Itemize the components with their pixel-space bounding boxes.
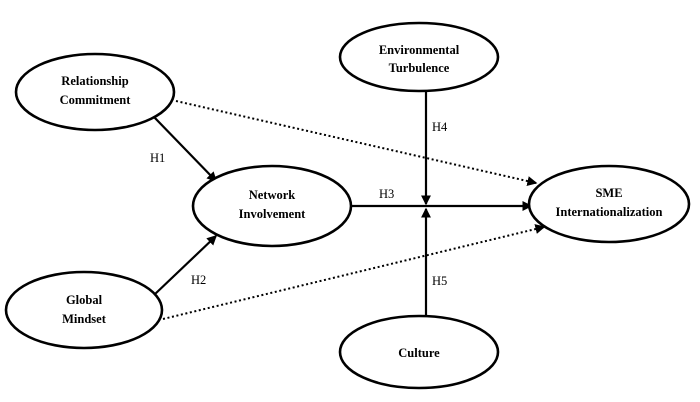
edge-dotted-relationship-to-sme [175, 100, 538, 186]
edge-h1-relationship-to-network [153, 116, 217, 183]
hypothesis-h2-label: H2 [191, 273, 206, 287]
node-culture: Culture [338, 314, 500, 390]
node-network-involvement-line2: Involvement [239, 207, 307, 221]
hypothesis-h4-label: H4 [432, 120, 448, 134]
node-sme-internationalization-line1: SME [595, 186, 622, 200]
hypothesis-h5-label: H5 [432, 274, 447, 288]
node-global-mindset-line2: Mindset [62, 312, 107, 326]
node-sme-internationalization-line2: Internationalization [556, 205, 663, 219]
node-relationship-commitment-line1: Relationship [61, 74, 128, 88]
node-relationship-commitment: Relationship Commitment [14, 52, 176, 132]
node-global-mindset-line1: Global [66, 293, 103, 307]
node-relationship-commitment-line2: Commitment [60, 93, 132, 107]
node-global-mindset: Global Mindset [4, 270, 164, 350]
node-sme-internationalization: SME Internationalization [527, 164, 691, 244]
node-environmental-turbulence: Environmental Turbulence [338, 21, 500, 93]
hypothesis-h3-label: H3 [379, 187, 394, 201]
node-environmental-turbulence-line1: Environmental [379, 43, 460, 57]
node-environmental-turbulence-line2: Turbulence [389, 61, 450, 75]
edge-dotted-mindset-to-sme [162, 224, 546, 320]
edge-h2-mindset-to-network [153, 235, 218, 296]
node-network-involvement-line1: Network [249, 188, 296, 202]
hypothesis-h1-label: H1 [150, 151, 165, 165]
node-culture-label: Culture [398, 346, 440, 360]
node-network-involvement: Network Involvement [191, 164, 353, 248]
